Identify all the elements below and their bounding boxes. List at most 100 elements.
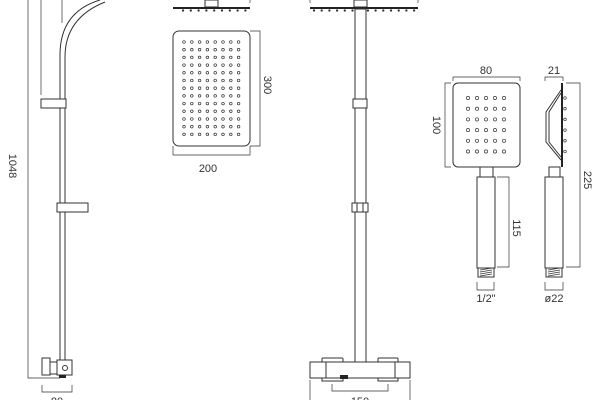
riser-pipe-outer bbox=[59, 0, 101, 372]
overhead-nozzle bbox=[221, 78, 225, 83]
front-overhead-nozzle bbox=[405, 9, 408, 12]
valve-outlet bbox=[340, 375, 348, 379]
side-thread bbox=[545, 267, 563, 278]
handset-nozzle bbox=[493, 117, 497, 122]
side-thread-lines bbox=[547, 267, 561, 277]
handset-side-nozzle bbox=[563, 149, 567, 154]
valve-extent-lines bbox=[309, 380, 411, 400]
overhead-nozzle bbox=[229, 117, 233, 121]
overhead-nozzle bbox=[236, 48, 241, 52]
overhead-nozzle bbox=[197, 109, 202, 113]
overhead-nozzle bbox=[221, 132, 225, 137]
valve-body bbox=[56, 359, 73, 376]
valve-width-label: 80 bbox=[51, 396, 63, 400]
overhead-nozzle bbox=[236, 86, 241, 90]
handset-nozzle bbox=[484, 138, 488, 143]
overhead-shower-face bbox=[172, 30, 251, 147]
overhead-nozzle bbox=[213, 94, 217, 98]
valve-knob bbox=[41, 357, 51, 376]
thread-lines bbox=[479, 267, 493, 277]
handset-side-nozzle bbox=[563, 117, 567, 122]
front-overhead-ticks bbox=[309, 0, 419, 3]
valve-width-dimension bbox=[41, 385, 73, 393]
handset-side-view: 21 225 ø22 bbox=[544, 65, 593, 305]
overhead-nozzle bbox=[213, 109, 217, 113]
hose-thread bbox=[477, 267, 495, 278]
front-overhead-nozzle bbox=[389, 9, 393, 12]
handle-length-dimension bbox=[497, 176, 510, 268]
overhead-nozzle bbox=[205, 125, 210, 129]
front-overhead-nozzle bbox=[412, 9, 416, 12]
overhead-nozzle bbox=[229, 63, 233, 67]
front-overhead-nozzle bbox=[382, 9, 385, 12]
front-overhead-profile bbox=[310, 7, 418, 9]
handset-nozzle bbox=[475, 149, 479, 154]
handset-side-profile bbox=[545, 89, 562, 161]
overhead-nozzle bbox=[190, 94, 194, 98]
overhead-nozzle bbox=[236, 55, 241, 60]
handset-length-dimension bbox=[566, 82, 581, 268]
overhead-nozzle bbox=[236, 132, 241, 137]
overhead-nozzle bbox=[197, 78, 202, 83]
overhead-nozzle bbox=[182, 94, 186, 98]
overhead-nozzle bbox=[197, 117, 202, 121]
height-dimension-line bbox=[27, 0, 60, 379]
overhead-width-label: 200 bbox=[199, 163, 217, 175]
overhead-nozzle bbox=[213, 71, 217, 75]
overhead-width-dimension bbox=[172, 146, 251, 156]
overhead-nozzle bbox=[182, 132, 186, 137]
overhead-nozzle bbox=[221, 125, 225, 129]
side-handle bbox=[544, 176, 564, 269]
overhead-nozzle bbox=[197, 40, 202, 44]
riser-height-label: 1048 bbox=[6, 154, 18, 178]
overhead-nozzle bbox=[190, 109, 194, 113]
handset-head-label: 100 bbox=[430, 116, 442, 134]
overhead-nozzle bbox=[229, 94, 233, 98]
thread-label: 1/2" bbox=[476, 293, 495, 305]
overhead-nozzle bbox=[197, 55, 202, 60]
overhead-nozzle bbox=[190, 101, 194, 106]
handset-front-view: 80 100 115 1/2" bbox=[430, 65, 522, 305]
overhead-nozzle bbox=[213, 86, 217, 90]
overhead-nozzle bbox=[190, 125, 194, 129]
riser-side-view: 1048 80 bbox=[6, 0, 106, 400]
overhead-side-nozzle bbox=[228, 9, 231, 12]
overhead-nozzle bbox=[182, 48, 186, 52]
overhead-nozzle bbox=[197, 101, 202, 106]
riser-front-view: 150 bbox=[309, 0, 419, 400]
overhead-depth-dimension bbox=[250, 30, 261, 147]
overhead-nozzle bbox=[205, 132, 210, 137]
overhead-nozzle bbox=[213, 40, 217, 44]
overhead-nozzle bbox=[182, 117, 186, 121]
overhead-nozzle bbox=[205, 78, 210, 83]
overhead-nozzle bbox=[221, 40, 225, 44]
overhead-nozzle bbox=[236, 94, 241, 98]
overhead-nozzle bbox=[236, 78, 241, 83]
handset-neck bbox=[479, 166, 494, 178]
overhead-nozzle bbox=[229, 40, 233, 44]
handset-nozzle bbox=[466, 149, 470, 154]
overhead-nozzle bbox=[182, 55, 186, 60]
overhead-side-nozzle bbox=[236, 9, 239, 12]
front-collar bbox=[352, 98, 368, 109]
wall-bracket bbox=[40, 98, 67, 109]
handset-nozzle bbox=[493, 149, 497, 154]
overhead-nozzle bbox=[213, 132, 217, 137]
handset-nozzle bbox=[502, 138, 506, 143]
overhead-nozzle bbox=[213, 78, 217, 83]
overhead-nozzle bbox=[197, 132, 202, 137]
overhead-nozzle bbox=[197, 125, 202, 129]
front-overhead-nozzle bbox=[320, 9, 323, 12]
overhead-nozzle bbox=[236, 71, 241, 75]
overhead-nozzle bbox=[190, 132, 194, 137]
overhead-nozzle bbox=[182, 40, 186, 44]
overhead-nozzle bbox=[229, 109, 233, 113]
overhead-nozzle bbox=[190, 78, 194, 83]
valve-centres-dimension bbox=[331, 384, 389, 392]
overhead-nozzle bbox=[205, 101, 210, 106]
overhead-nozzle bbox=[182, 78, 186, 83]
overhead-nozzle bbox=[190, 40, 194, 44]
overhead-nozzle bbox=[205, 71, 210, 75]
overhead-nozzle bbox=[229, 125, 233, 129]
